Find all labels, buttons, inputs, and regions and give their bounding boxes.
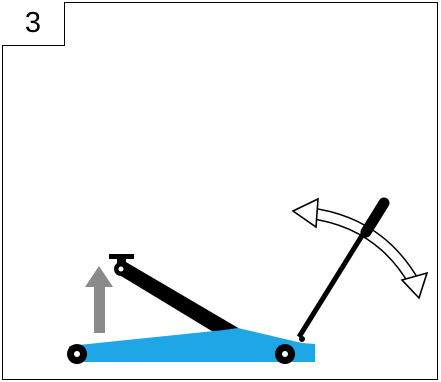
handle-grip: [360, 197, 390, 238]
lifting-arm: [116, 262, 240, 336]
rear-wheel: [275, 344, 295, 364]
saddle-post: [117, 258, 126, 266]
pump-arrow-fill: [308, 208, 419, 287]
double-headed-curved-arrow-icon: [291, 197, 429, 300]
jack-handle: [296, 197, 390, 339]
saddle-top: [109, 254, 134, 259]
pump-arrow-head-left: [291, 197, 319, 229]
handle-pivot: [299, 336, 305, 342]
handle-shaft: [296, 224, 371, 339]
pump-arrow-head-right: [400, 271, 429, 300]
step-panel: [2, 2, 438, 380]
pump-arrow-outline: [308, 207, 421, 288]
jack-chassis: [69, 328, 315, 362]
arm-body: [116, 262, 240, 336]
front-wheel: [67, 344, 87, 364]
saddle-pivot-hole: [118, 266, 124, 272]
lift-arrow-shape: [85, 266, 113, 333]
up-arrow-icon: [85, 266, 113, 333]
jack-saddle: [109, 254, 134, 276]
step-number: 3: [24, 7, 42, 39]
chassis-body: [69, 328, 315, 362]
step-number-box: 3: [2, 2, 65, 46]
